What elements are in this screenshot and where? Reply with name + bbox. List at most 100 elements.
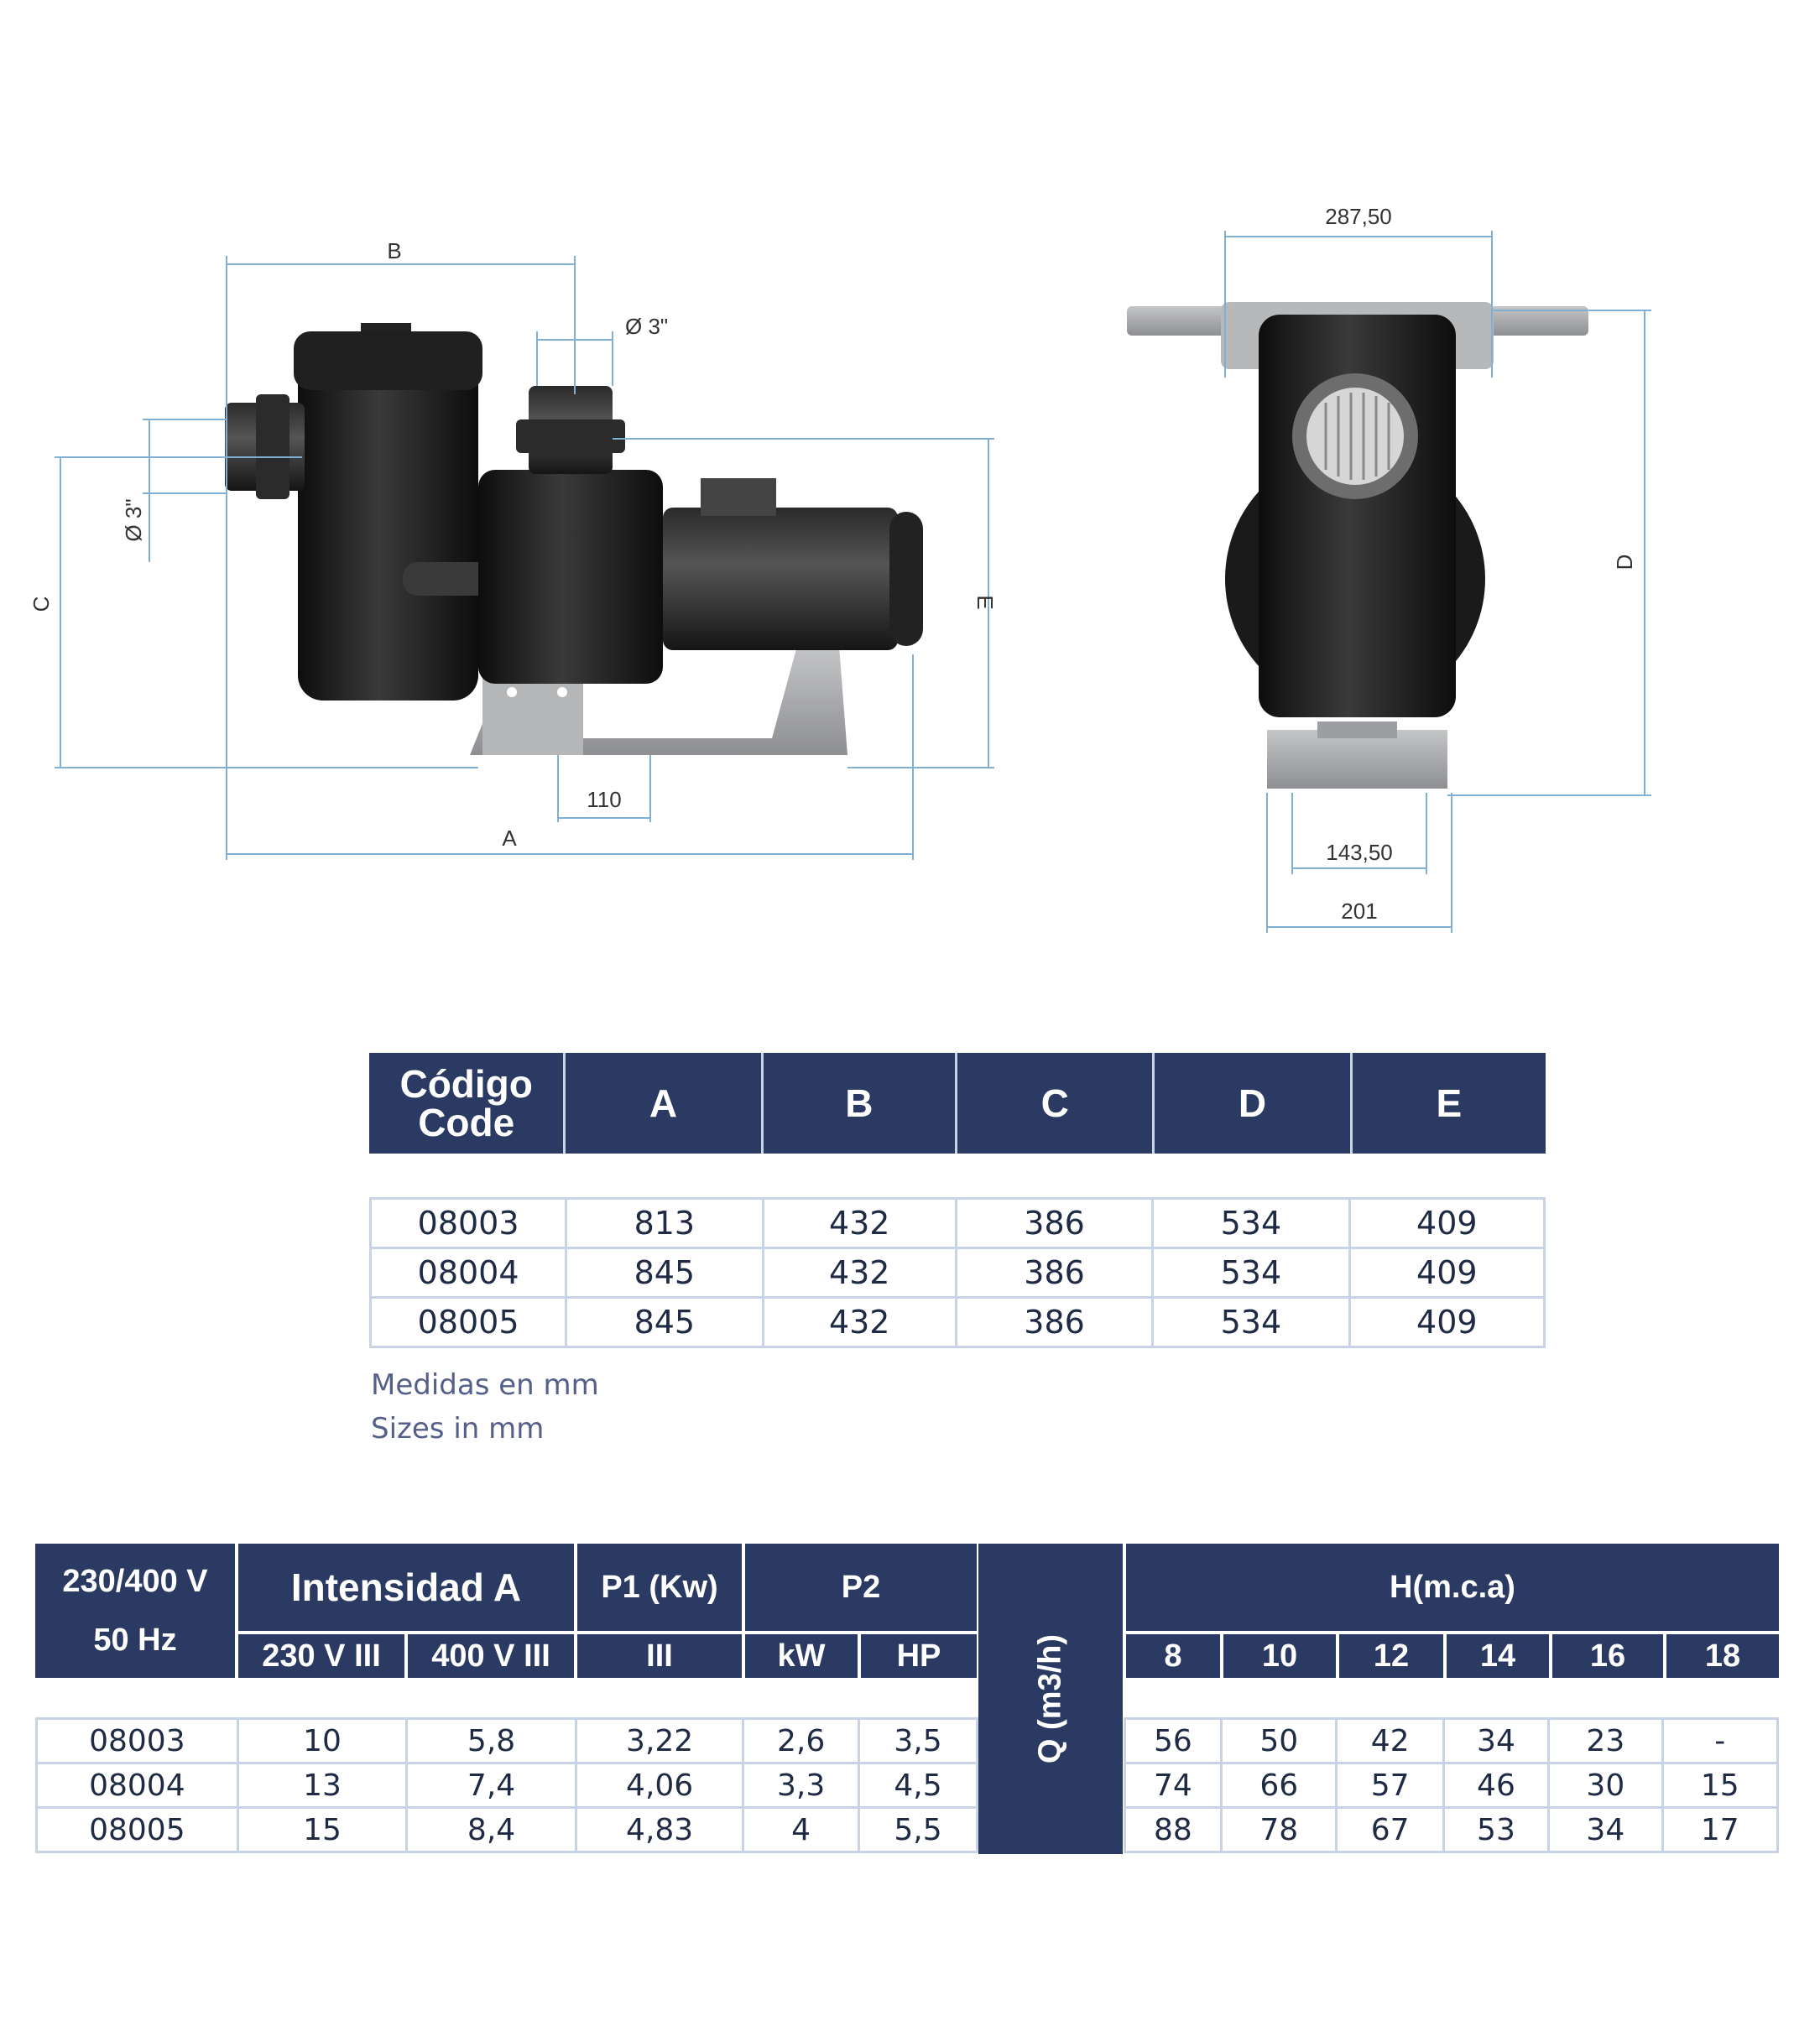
dimensions-table-body: 08003 813 432 386 534 409 08004 845 432 … bbox=[368, 1197, 1546, 1348]
head-header: H(m.c.a) bbox=[1126, 1544, 1779, 1631]
head-col-16: 16 bbox=[1552, 1634, 1663, 1678]
cell: 78 bbox=[1220, 1806, 1338, 1853]
cell: 432 bbox=[761, 1247, 957, 1299]
flow-spacer bbox=[978, 1719, 1125, 1763]
table-row: 08004 13 7,4 4,06 3,3 4,5 74 66 57 46 30… bbox=[35, 1762, 1780, 1809]
cell: 3,5 bbox=[857, 1717, 979, 1764]
code-header: Código Code bbox=[369, 1053, 566, 1154]
cell: 08004 bbox=[35, 1762, 239, 1809]
head-col-8: 8 bbox=[1126, 1634, 1220, 1678]
cell: 56 bbox=[1123, 1717, 1223, 1764]
cell: 386 bbox=[954, 1247, 1155, 1299]
cell: 4 bbox=[742, 1806, 860, 1853]
cell: 4,5 bbox=[857, 1762, 979, 1809]
p1-header: P1 (Kw) bbox=[577, 1544, 742, 1631]
cell: 46 bbox=[1442, 1762, 1551, 1809]
cell: 409 bbox=[1348, 1197, 1546, 1249]
dimensions-table-header: Código Code A B C D E bbox=[369, 1053, 1546, 1154]
cell: 386 bbox=[954, 1197, 1155, 1249]
front-view: 287,50 D 143,50 201 bbox=[1127, 204, 1651, 933]
cell: 08005 bbox=[368, 1296, 568, 1348]
cell: 409 bbox=[1348, 1247, 1546, 1299]
cell: 50 bbox=[1220, 1717, 1338, 1764]
dim-B-label: B bbox=[387, 238, 401, 263]
head-col-10: 10 bbox=[1223, 1634, 1336, 1678]
cell: 432 bbox=[761, 1197, 957, 1249]
cell: 10 bbox=[236, 1717, 409, 1764]
code-header-es: Código bbox=[399, 1062, 533, 1106]
cell: 15 bbox=[1661, 1762, 1780, 1809]
dim-top-label: 287,50 bbox=[1325, 204, 1392, 229]
cell: 534 bbox=[1151, 1296, 1351, 1348]
cell: 17 bbox=[1661, 1806, 1780, 1853]
dim-foot-inner-label: 143,50 bbox=[1326, 840, 1393, 865]
cell: 88 bbox=[1123, 1806, 1223, 1853]
cell: 3,3 bbox=[742, 1762, 860, 1809]
cell: 4,83 bbox=[574, 1806, 745, 1853]
cell: 432 bbox=[761, 1296, 957, 1348]
table-row: 08003 813 432 386 534 409 bbox=[368, 1197, 1546, 1249]
col-header-E: E bbox=[1351, 1053, 1546, 1154]
col-header-A: A bbox=[564, 1053, 764, 1154]
cell: 34 bbox=[1442, 1717, 1551, 1764]
cell: 3,22 bbox=[574, 1717, 745, 1764]
motor bbox=[663, 508, 898, 650]
code-header-en: Code bbox=[418, 1101, 515, 1144]
cell: 5,5 bbox=[857, 1806, 979, 1853]
flow-column: Q (m3/h) bbox=[978, 1544, 1123, 1854]
cell: 67 bbox=[1335, 1806, 1445, 1853]
voltage-label: 230/400 V bbox=[62, 1564, 208, 1599]
cell: 08004 bbox=[368, 1247, 568, 1299]
cell: 7,4 bbox=[405, 1762, 577, 1809]
units-note-es: Medidas en mm bbox=[371, 1368, 599, 1402]
head-col-12: 12 bbox=[1339, 1634, 1443, 1678]
dim-A-label: A bbox=[502, 826, 517, 851]
p2-header: P2 bbox=[745, 1544, 977, 1631]
dim-C-label: C bbox=[29, 596, 54, 612]
flow-spacer bbox=[978, 1763, 1125, 1808]
cell: 34 bbox=[1547, 1806, 1664, 1853]
performance-table-body: 08003 10 5,8 3,22 2,6 3,5 56 50 42 34 23… bbox=[35, 1717, 1780, 1853]
cell: 813 bbox=[565, 1197, 764, 1249]
table-row: 08004 845 432 386 534 409 bbox=[368, 1247, 1546, 1299]
performance-table-header: 230/400 V 50 Hz Intensidad A 230 V III 4… bbox=[35, 1544, 1779, 1678]
front-base bbox=[1267, 730, 1447, 789]
table-row: 08005 15 8,4 4,83 4 5,5 88 78 67 53 34 1… bbox=[35, 1806, 1780, 1853]
flow-spacer bbox=[978, 1808, 1125, 1852]
cell: 66 bbox=[1220, 1762, 1338, 1809]
cell: 42 bbox=[1335, 1717, 1445, 1764]
voltage-header: 230/400 V 50 Hz bbox=[35, 1544, 235, 1678]
col-header-C: C bbox=[956, 1053, 1155, 1154]
intensity-400-header: 400 V III bbox=[408, 1634, 574, 1678]
cell: 08003 bbox=[368, 1197, 568, 1249]
pump-volute bbox=[478, 470, 663, 684]
cell: 845 bbox=[565, 1296, 764, 1348]
pump-technical-drawing: B Ø 3" C Ø 3" E 110 A bbox=[29, 204, 1651, 933]
cell: 53 bbox=[1442, 1806, 1551, 1853]
cell: 4,06 bbox=[574, 1762, 745, 1809]
table-row: 08005 845 432 386 534 409 bbox=[368, 1296, 1546, 1348]
frequency-label: 50 Hz bbox=[93, 1623, 177, 1658]
cell: 845 bbox=[565, 1247, 764, 1299]
side-base-plate bbox=[482, 671, 583, 755]
cell: - bbox=[1661, 1717, 1780, 1764]
units-note-en: Sizes in mm bbox=[371, 1412, 545, 1445]
cell: 57 bbox=[1335, 1762, 1445, 1809]
strainer-pot bbox=[298, 344, 478, 701]
intensity-230-header: 230 V III bbox=[238, 1634, 404, 1678]
dim-inlet-label: Ø 3" bbox=[121, 498, 146, 541]
intensity-header: Intensidad A bbox=[238, 1544, 574, 1631]
side-view: B Ø 3" C Ø 3" E 110 A bbox=[29, 238, 998, 860]
cell: 30 bbox=[1547, 1762, 1664, 1809]
p2-kw-header: kW bbox=[745, 1634, 858, 1678]
col-header-B: B bbox=[762, 1053, 958, 1154]
cell: 13 bbox=[236, 1762, 409, 1809]
p1-sub-header: III bbox=[577, 1634, 742, 1678]
cell: 08005 bbox=[35, 1806, 239, 1853]
cell: 23 bbox=[1547, 1717, 1664, 1764]
dim-D-label: D bbox=[1612, 555, 1637, 570]
cell: 386 bbox=[954, 1296, 1155, 1348]
cell: 534 bbox=[1151, 1247, 1351, 1299]
cell: 74 bbox=[1123, 1762, 1223, 1809]
cell: 409 bbox=[1348, 1296, 1546, 1348]
